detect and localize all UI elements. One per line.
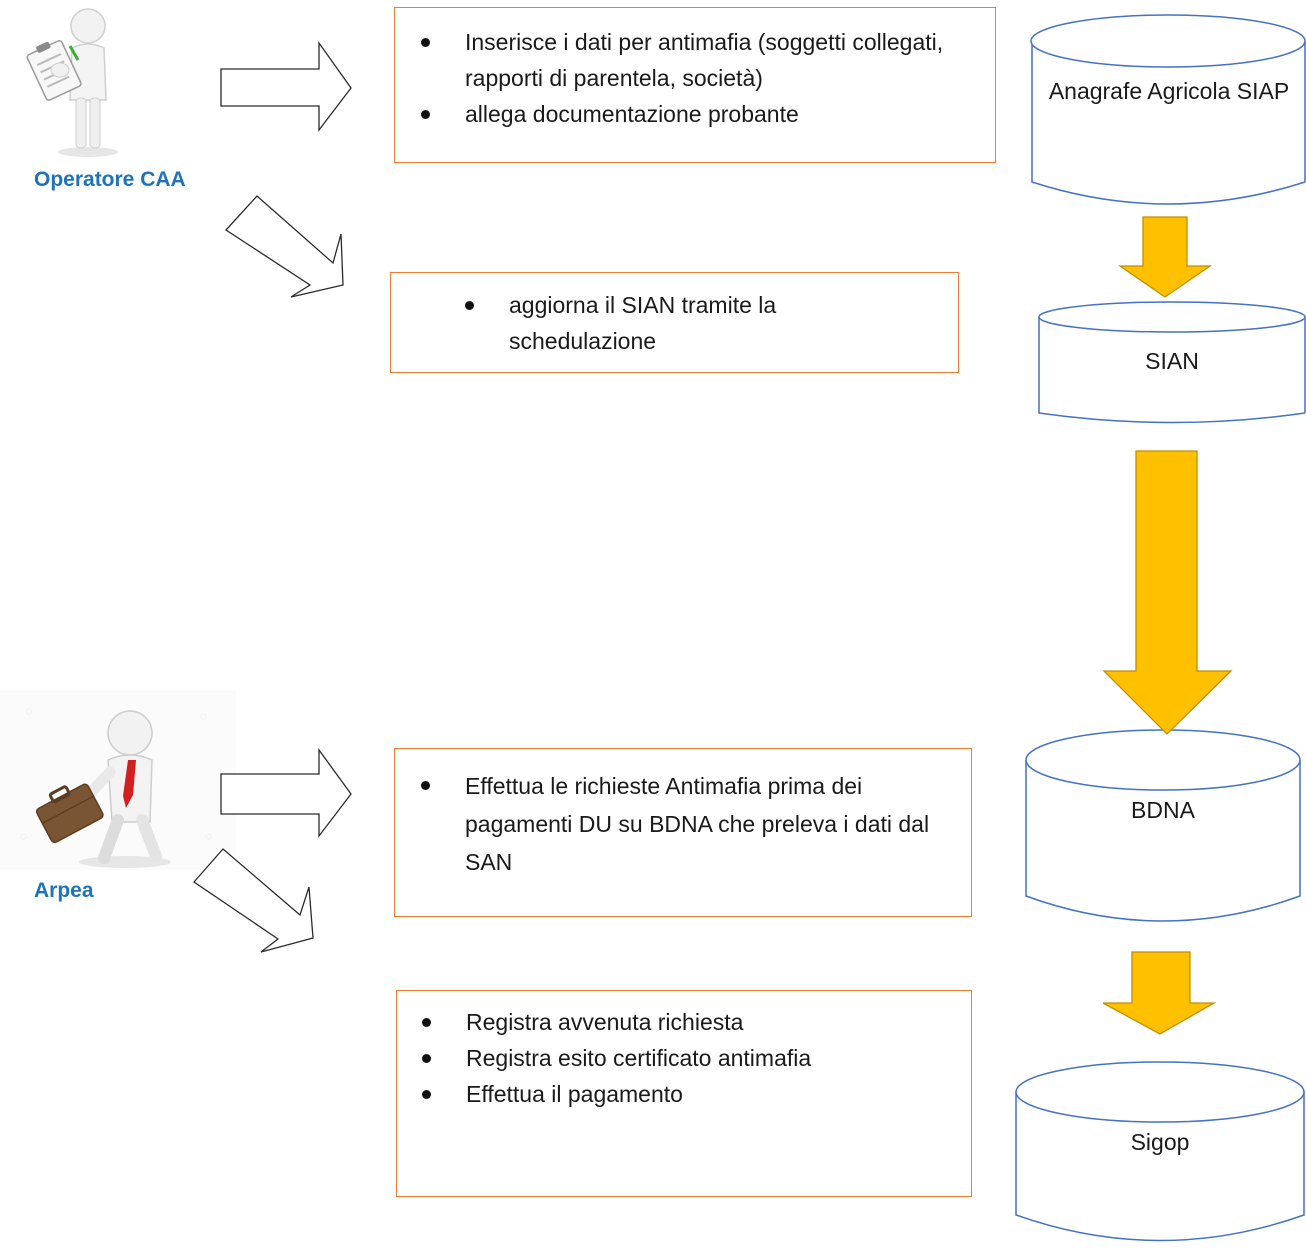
businessman-briefcase-icon: ◌ ◌ ◌ ◌: [0, 690, 236, 870]
arrow-diagonal-icon: [225, 195, 344, 298]
process-box-inserisce: Inserisce i dati per antimafia (soggetti…: [394, 7, 996, 163]
process-box-aggiorna: aggiorna il SIAN tramite la schedulazion…: [390, 272, 959, 373]
list-item: aggiorna il SIAN tramite la schedulazion…: [465, 287, 848, 359]
svg-text:◌: ◌: [200, 709, 207, 723]
database-cylinder-icon: [1025, 729, 1301, 922]
process-box-registra: Registra avvenuta richiesta Registra esi…: [396, 990, 972, 1197]
database-cylinder-icon: [1038, 301, 1306, 424]
svg-text:◌: ◌: [20, 829, 27, 843]
list-item: Registra esito certificato antimafia: [422, 1040, 951, 1076]
database-label-sigop: Sigop: [1130, 1129, 1190, 1155]
database-label-siap: Anagrafe Agricola SIAP: [1048, 78, 1290, 104]
arrow-down-icon: [1102, 951, 1217, 1035]
database-label-sian: SIAN: [1145, 348, 1199, 374]
svg-text:◌: ◌: [25, 704, 32, 718]
list-item: Effettua le richieste Antimafia prima de…: [421, 767, 951, 881]
arrow-right-icon: [220, 748, 352, 838]
list-item: Effettua il pagamento: [422, 1076, 951, 1112]
database-cylinder-icon: [1015, 1061, 1305, 1242]
list-item: Registra avvenuta richiesta: [422, 1004, 951, 1040]
arrow-right-icon: [220, 40, 352, 132]
arrow-down-icon: [1117, 216, 1213, 298]
list-item: allega documentazione probante: [421, 96, 975, 132]
database-cylinder-icon: [1030, 14, 1306, 205]
actor-label-arpea: Arpea: [34, 879, 94, 902]
list-item: Inserisce i dati per antimafia (soggetti…: [421, 24, 975, 96]
arrow-diagonal-icon: [193, 848, 314, 953]
arrow-down-icon: [1102, 450, 1233, 735]
actor-label-operatore: Operatore CAA: [34, 168, 186, 191]
svg-text:◌: ◌: [205, 829, 212, 843]
clipboard-person-icon: [26, 8, 118, 157]
database-label-bdna: BDNA: [1131, 797, 1195, 823]
process-box-effettua-richieste: Effettua le richieste Antimafia prima de…: [394, 748, 972, 917]
